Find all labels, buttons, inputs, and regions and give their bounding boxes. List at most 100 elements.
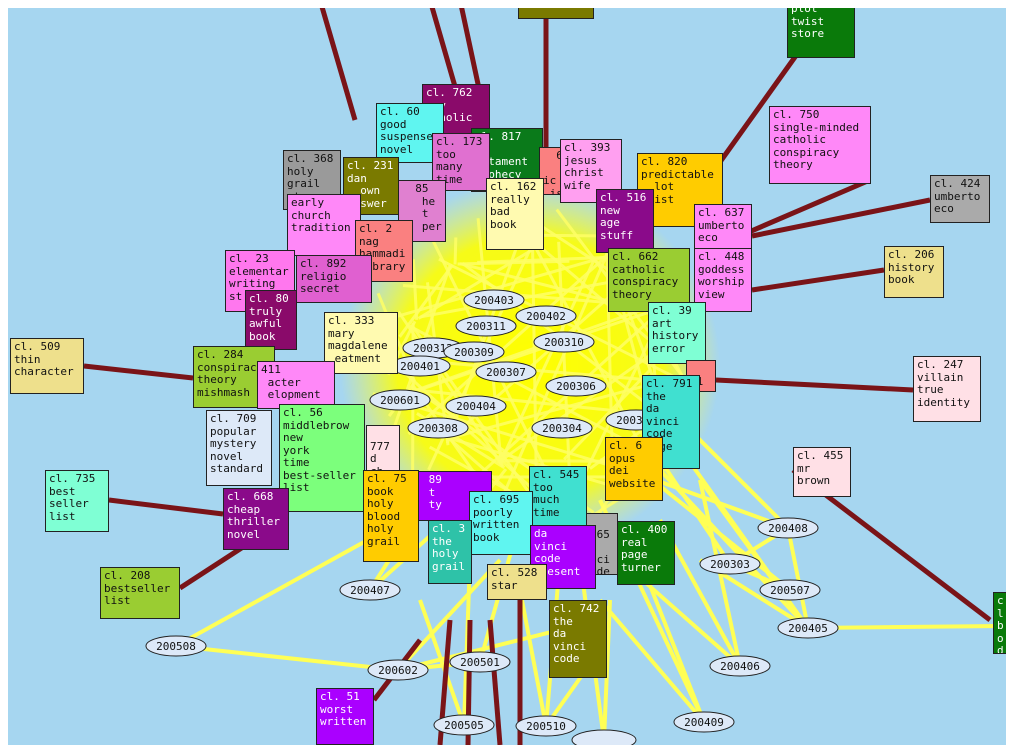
- date-node-label: 200409: [684, 716, 724, 729]
- cluster-box-455[interactable]: cl. 455 mr brown: [793, 447, 851, 497]
- cluster-box-162[interactable]: cl. 162 really bad book: [486, 178, 544, 250]
- date-node-200402[interactable]: 200402: [515, 305, 577, 327]
- date-node-200406[interactable]: 200406: [709, 655, 771, 677]
- cluster-box-51[interactable]: cl. 51 worst written: [316, 688, 374, 745]
- date-edge: [498, 260, 595, 465]
- date-edge: [175, 644, 399, 672]
- cluster-box-400[interactable]: cl. 400 real page turner: [617, 521, 675, 585]
- cluster-label: cl. 509 thin character: [14, 340, 74, 378]
- cluster-label: early church tradition: [291, 196, 351, 234]
- date-node-label: 200507: [770, 584, 810, 597]
- cluster-box-39[interactable]: cl. 39 art history error: [648, 302, 706, 364]
- cluster-label: cl. 448 goddess worship view: [698, 250, 745, 301]
- cluster-box-3[interactable]: cl. 3 the holy grail: [428, 520, 472, 584]
- date-node-200508[interactable]: 200508: [145, 635, 207, 657]
- date-node-label: 200307: [486, 366, 526, 379]
- date-node-200507[interactable]: 200507: [759, 579, 821, 601]
- date-node-200405[interactable]: 200405: [777, 617, 839, 639]
- cluster-edge: [487, 619, 503, 745]
- date-edge: [476, 218, 503, 466]
- cluster-box-791[interactable]: cl. 791 the da vinci code page: [642, 375, 700, 469]
- cluster-box-892[interactable]: cl. 892 religio secret: [296, 255, 372, 303]
- cluster-label: 89 t ty: [428, 473, 442, 511]
- date-node-200307[interactable]: 200307: [475, 361, 537, 383]
- date-node-200505[interactable]: 200505: [433, 714, 495, 736]
- date-node-200310[interactable]: 200310: [533, 331, 595, 353]
- date-node-label: 200501: [460, 656, 500, 669]
- date-node-200401[interactable]: 200401: [389, 355, 451, 377]
- date-node-200303[interactable]: 200303: [699, 553, 761, 575]
- date-node-200408[interactable]: 200408: [757, 517, 819, 539]
- cluster-box-247[interactable]: cl. 247 villain true identity: [913, 356, 981, 422]
- date-edge: [807, 624, 1001, 630]
- cluster-label: cl. 742 the da vinci code: [553, 602, 600, 665]
- cluster-box-_plot[interactable]: plot twist store: [787, 8, 855, 58]
- date-node-label: 200508: [156, 640, 196, 653]
- cluster-box-75[interactable]: cl. 75 book holy blood holy grail: [363, 470, 419, 562]
- cluster-edge: [715, 377, 914, 393]
- date-node-200309[interactable]: 200309: [443, 341, 505, 363]
- cluster-box-_davinci[interactable]: da vinci code present: [530, 525, 596, 589]
- date-node-200510[interactable]: 200510: [515, 715, 577, 737]
- cluster-box-709[interactable]: cl. 709 popular mystery novel standard: [206, 410, 272, 486]
- date-node-200311[interactable]: 200311: [455, 315, 517, 337]
- cluster-box-668[interactable]: cl. 668 cheap thriller novel: [223, 488, 289, 550]
- cluster-label: cl bo da br: [997, 594, 1004, 654]
- date-node-200501[interactable]: 200501: [449, 651, 511, 673]
- date-node-label: 200311: [466, 320, 506, 333]
- cluster-box-206[interactable]: cl. 206 history book: [884, 246, 944, 298]
- date-node-label: 200407: [350, 584, 390, 597]
- date-node-label: 200308: [418, 422, 458, 435]
- date-node-200304[interactable]: 200304: [531, 417, 593, 439]
- date-node-200404[interactable]: 200404: [445, 395, 507, 417]
- date-node-200308[interactable]: 200308: [407, 417, 469, 439]
- cluster-box-662[interactable]: cl. 662 catholic conspiracy theory: [608, 248, 690, 312]
- cluster-label: cl. 162 really bad book: [490, 180, 537, 231]
- date-node-200601[interactable]: 200601: [369, 389, 431, 411]
- cluster-box-80[interactable]: cl. 80 truly awful book: [245, 290, 297, 350]
- date-edge: [462, 559, 472, 726]
- cluster-box-333[interactable]: cl. 333 mary magdalene eatment: [324, 312, 398, 374]
- cluster-edge: [734, 177, 871, 241]
- cluster-box-_right[interactable]: cl bo da br: [993, 592, 1006, 654]
- cluster-box-735[interactable]: cl. 735 best seller list: [45, 470, 109, 532]
- cluster-label: cl. 80 truly awful book: [249, 292, 289, 343]
- cluster-box-6b[interactable]: cl. 6 opus dei website: [605, 437, 663, 501]
- cluster-box-424[interactable]: cl. 424 umberto eco: [930, 175, 990, 223]
- date-edge: [486, 250, 610, 533]
- date-node-200409[interactable]: 200409: [673, 711, 735, 733]
- date-node-200306[interactable]: 200306: [545, 375, 607, 397]
- cluster-box-_early[interactable]: early church tradition: [287, 194, 361, 256]
- cluster-box-528[interactable]: cl. 528 star: [487, 564, 547, 600]
- cluster-box-208[interactable]: cl. 208 bestseller list: [100, 567, 180, 619]
- cluster-box-695[interactable]: cl. 695 poorly written book: [469, 491, 533, 555]
- cluster-label: cl. 247 villain true identity: [917, 358, 970, 409]
- date-edge: [786, 527, 810, 629]
- date-node-unlabeled[interactable]: [571, 729, 637, 745]
- cluster-box-545[interactable]: cl. 545 too much time: [529, 466, 587, 532]
- cluster-label: cl. 695 poorly written book: [473, 493, 520, 544]
- cluster-edge: [83, 363, 194, 381]
- cluster-label: 411 acter elopment: [261, 363, 321, 401]
- date-node-200403[interactable]: 200403: [463, 289, 525, 311]
- cluster-label: 85 he t per: [415, 182, 442, 233]
- cluster-box-742[interactable]: cl. 742 the da vinci code: [549, 600, 607, 678]
- cluster-box-516[interactable]: cl. 516 new age stuff: [596, 189, 654, 253]
- date-node-200602[interactable]: 200602: [367, 659, 429, 681]
- date-node-200407[interactable]: 200407: [339, 579, 401, 601]
- cluster-label: cl. 791 the da vinci code page: [646, 377, 693, 452]
- date-edge: [658, 468, 810, 630]
- date-edge: [530, 237, 538, 487]
- cluster-box-411[interactable]: 411 acter elopment: [257, 361, 335, 409]
- cluster-box-637[interactable]: cl. 637 umberto eco: [694, 204, 752, 254]
- cluster-box-448[interactable]: cl. 448 goddess worship view: [694, 248, 752, 312]
- cluster-box-750[interactable]: cl. 750 single-minded catholic conspirac…: [769, 106, 871, 184]
- date-edge: [420, 274, 645, 319]
- date-edge: [396, 558, 502, 672]
- cluster-label: cl. 892 religio secret: [300, 257, 347, 295]
- cluster-box-_top[interactable]: [518, 8, 594, 19]
- cluster-box-509[interactable]: cl. 509 thin character: [10, 338, 84, 394]
- cluster-box-56[interactable]: cl. 56 middlebrow new york time best-sel…: [279, 404, 365, 512]
- date-node-label: 200408: [768, 522, 808, 535]
